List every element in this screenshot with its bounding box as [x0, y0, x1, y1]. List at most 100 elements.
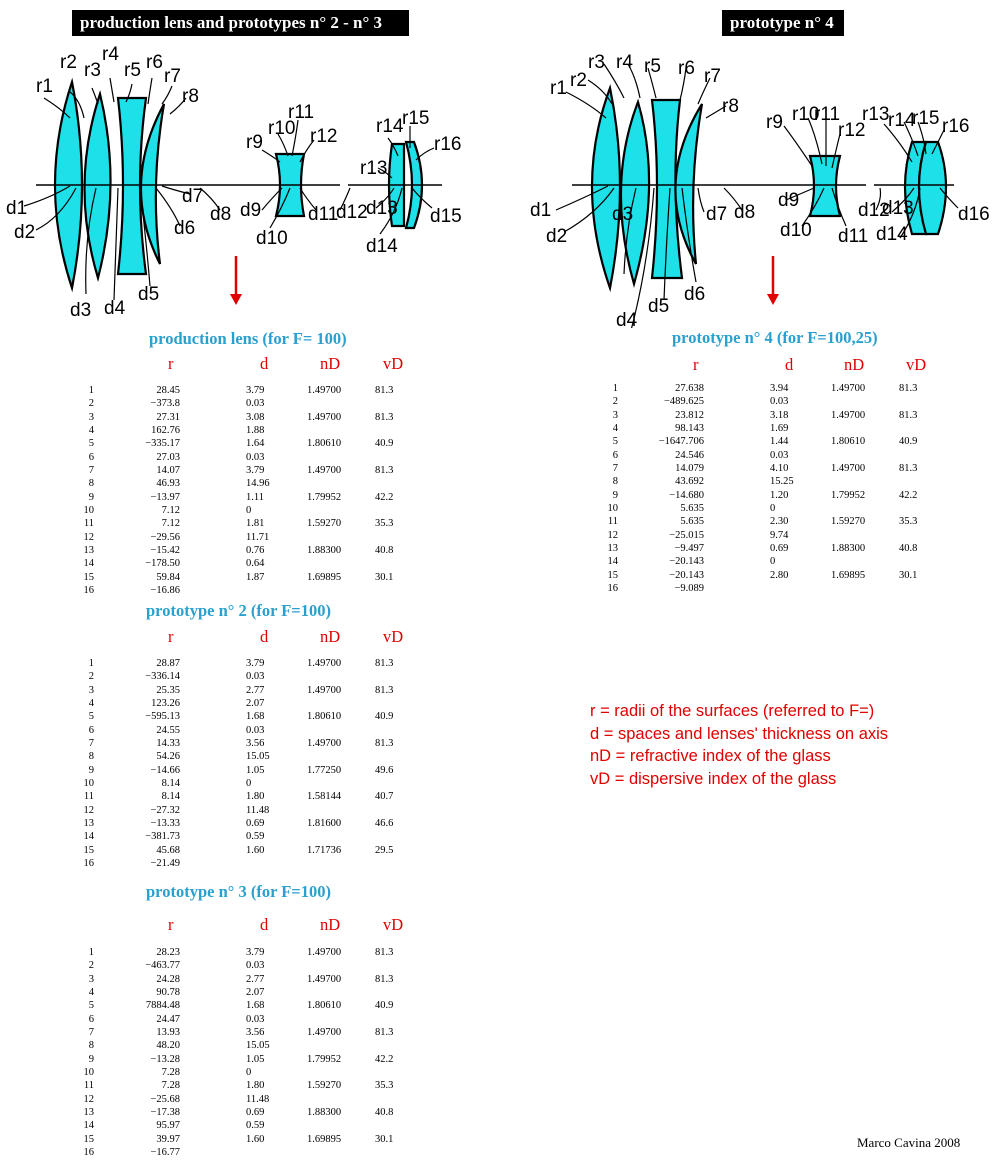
col-d: d — [260, 915, 269, 934]
dispersion-value: 40.9 — [375, 438, 394, 450]
distance-value: 3.18 — [770, 409, 789, 421]
banner-left: production lens and prototypes n° 2 - n°… — [72, 10, 409, 36]
distance-value: 1.88 — [246, 425, 265, 437]
dispersion-value: 35.3 — [899, 516, 918, 528]
label-d2: d2 — [14, 222, 35, 243]
row-number: 3 — [88, 411, 94, 423]
table-row: 16−9.089 — [596, 582, 936, 595]
refractive-index-value: 1.69895 — [307, 571, 342, 583]
row-number: 2 — [88, 398, 94, 410]
row-number: 10 — [83, 778, 95, 790]
refractive-index-value: 1.79952 — [307, 1053, 342, 1065]
label-r12: r12 — [310, 126, 337, 147]
radius-value: −15.42 — [150, 545, 180, 557]
dispersion-value: 81.3 — [375, 738, 394, 750]
prototype-4-header: r d nD vD — [601, 355, 961, 375]
label-d14-p4: d14 — [876, 224, 908, 245]
row-number: 5 — [88, 438, 94, 450]
distance-value: 0 — [770, 503, 776, 515]
row-number: 1 — [88, 385, 94, 396]
radius-value: −336.14 — [145, 671, 180, 683]
row-number: 4 — [88, 425, 94, 437]
label-d3-p4: d3 — [612, 204, 633, 225]
lens-diagram-production: r1 r2 r3 r4 r5 r6 r7 r8 r9 r10 r11 r12 r… — [6, 44, 462, 321]
radius-value: 7884.48 — [145, 1000, 180, 1012]
dispersion-value: 42.2 — [375, 1053, 394, 1065]
radius-value: 90.78 — [156, 987, 180, 999]
radius-value: −29.56 — [150, 531, 180, 543]
dispersion-value: 40.9 — [899, 436, 918, 448]
distance-value: 11.48 — [246, 1093, 270, 1105]
col-d: d — [260, 354, 269, 373]
row-number: 13 — [83, 545, 95, 557]
label-d11-p4: d11 — [838, 226, 868, 247]
dispersion-value: 30.1 — [899, 569, 918, 581]
dispersion-value: 35.3 — [375, 1080, 394, 1092]
refractive-index-value: 1.80610 — [307, 438, 342, 450]
label-r9: r9 — [246, 132, 263, 153]
radius-value: 43.692 — [675, 476, 704, 488]
radius-value: −20.143 — [669, 569, 704, 581]
distance-value: 15.05 — [246, 751, 270, 763]
radius-value: 54.26 — [156, 751, 180, 763]
row-number: 11 — [83, 791, 94, 803]
row-number: 16 — [83, 585, 95, 597]
label-d4-p4: d4 — [616, 310, 638, 328]
label-d8: d8 — [210, 204, 231, 225]
row-number: 14 — [83, 831, 95, 843]
dispersion-value: 40.8 — [375, 545, 394, 557]
label-d3: d3 — [70, 300, 91, 321]
label-r3: r3 — [84, 60, 101, 81]
refractive-index-value: 1.88300 — [307, 1107, 342, 1119]
distance-value: 3.08 — [246, 411, 265, 423]
radius-value: 14.07 — [156, 465, 180, 477]
refractive-index-value: 1.71736 — [307, 844, 342, 856]
dispersion-value: 81.3 — [375, 465, 394, 477]
distance-value: 0.03 — [246, 724, 265, 736]
distance-value: 0.69 — [246, 818, 265, 830]
radius-value: 123.26 — [151, 698, 180, 710]
distance-value: 0.69 — [246, 1107, 265, 1119]
radius-value: −178.50 — [145, 558, 180, 570]
refractive-index-value: 1.88300 — [831, 543, 866, 555]
label-r6: r6 — [146, 52, 163, 73]
row-number: 3 — [612, 409, 618, 421]
dispersion-value: 81.3 — [375, 684, 394, 696]
radius-value: 24.55 — [156, 724, 180, 736]
row-number: 9 — [88, 764, 94, 776]
row-number: 16 — [83, 858, 95, 870]
row-number: 16 — [83, 1147, 95, 1159]
row-number: 10 — [83, 505, 95, 517]
radius-value: −9.089 — [674, 583, 704, 595]
label-d15: d15 — [430, 206, 462, 227]
row-number: 7 — [88, 738, 94, 750]
distance-value: 0.76 — [246, 545, 265, 557]
refractive-index-value: 1.49700 — [307, 658, 342, 669]
distance-value: 3.79 — [246, 465, 265, 477]
table-row: 16−16.77 — [72, 1146, 412, 1159]
radius-value: 46.93 — [156, 478, 180, 490]
col-vd: vD — [383, 915, 404, 934]
radius-value: 27.31 — [156, 411, 180, 423]
refractive-index-value: 1.81600 — [307, 818, 342, 830]
col-nd: nD — [844, 355, 865, 374]
radius-value: 14.079 — [675, 463, 704, 475]
label-r3-p4: r3 — [588, 52, 605, 73]
dispersion-value: 81.3 — [375, 658, 394, 669]
distance-value: 1.60 — [246, 1133, 265, 1145]
distance-value: 9.74 — [770, 529, 789, 541]
dispersion-value: 81.3 — [375, 411, 394, 423]
radius-value: 27.03 — [156, 451, 180, 463]
